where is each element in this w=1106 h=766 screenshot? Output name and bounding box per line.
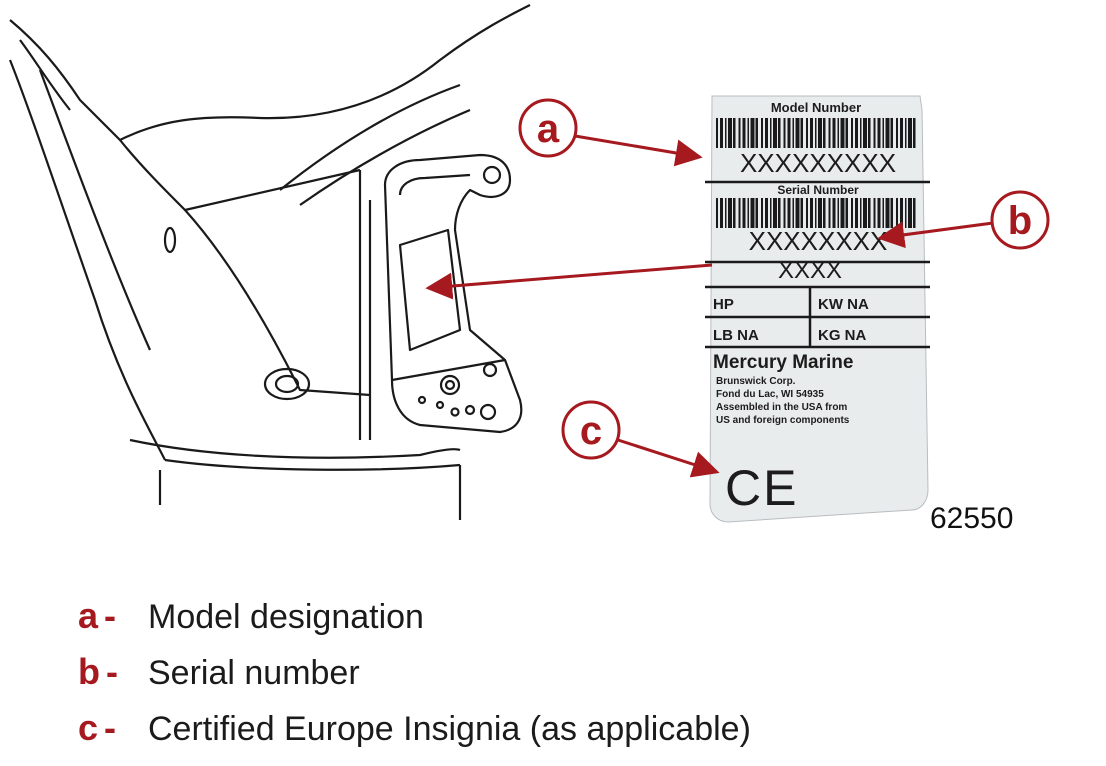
callout-a: a [518, 98, 578, 158]
model-number-header: Model Number [771, 100, 861, 115]
lb-label: LB NA [713, 327, 759, 344]
maker-name: Mercury Marine [713, 352, 853, 373]
arrow-c [617, 438, 720, 478]
engine-label-diagram: Model Number XXXXXXXXX Serial Number XXX… [8, 4, 1050, 523]
legend-text: Certified Europe Insignia (as applicable… [148, 710, 751, 748]
legend-text: Serial number [148, 654, 360, 692]
svg-text:a: a [537, 107, 560, 151]
figure-number: 62550 [930, 502, 1014, 535]
legend-key: b - [78, 651, 119, 692]
hp-label: HP [713, 296, 734, 313]
year-value: XXXX [778, 257, 842, 284]
address-line-4: US and foreign components [716, 415, 850, 426]
callout-b: b [990, 190, 1050, 250]
arrow-a [574, 134, 703, 167]
arrow-sticker-to-engine [425, 263, 713, 300]
address-line-1: Brunswick Corp. [716, 376, 796, 387]
legend-key: a - [78, 595, 117, 636]
legend-item-c: c - Certified Europe Insignia (as applica… [78, 700, 751, 756]
legend-item-b: b - Serial number [78, 644, 751, 700]
svg-text:c: c [580, 409, 602, 453]
ce-mark: CE [725, 460, 798, 516]
legend: a - Model designation b - Serial number c … [78, 588, 751, 756]
address-line-2: Fond du Lac, WI 54935 [716, 389, 824, 400]
callout-arrows [425, 134, 994, 478]
model-number-value: XXXXXXXXX [740, 148, 896, 178]
callout-c: c [561, 400, 621, 460]
legend-key: c - [78, 707, 117, 748]
legend-text: Model designation [148, 598, 424, 636]
serial-number-value: XXXXXXXX [749, 226, 888, 256]
kw-label: KW NA [818, 296, 869, 313]
serial-barcode [716, 198, 916, 228]
address-line-3: Assembled in the USA from [716, 402, 847, 413]
serial-number-sticker: Model Number XXXXXXXXX Serial Number XXX… [705, 95, 930, 523]
kg-label: KG NA [818, 327, 867, 344]
outboard-engine-drawing [8, 4, 531, 520]
serial-number-header: Serial Number [777, 183, 859, 197]
arrow-b [877, 221, 994, 249]
legend-item-a: a - Model designation [78, 588, 751, 644]
svg-text:b: b [1008, 199, 1032, 243]
model-barcode [716, 118, 916, 148]
